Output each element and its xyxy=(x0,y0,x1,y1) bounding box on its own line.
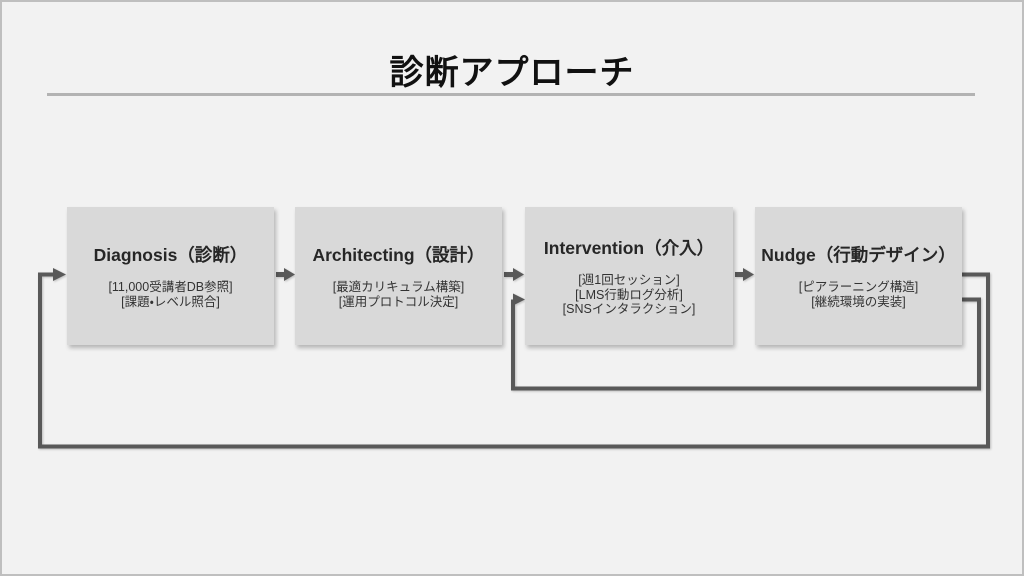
stage-detail: [LMS行動ログ分析] xyxy=(575,287,683,302)
stage-box-nudge: Nudge（行動デザイン） [ピアラーニング構造] [継続環境の実装] xyxy=(755,207,962,345)
stage-detail: [最適カリキュラム構築] xyxy=(332,280,465,295)
stage-heading: Architecting（設計） xyxy=(312,245,485,266)
stage-details: [週1回セッション] [LMS行動ログ分析] [SNSインタラクション] xyxy=(563,273,696,317)
stage-heading: Nudge（行動デザイン） xyxy=(761,245,956,266)
stage-detail: [運用プロトコル決定] xyxy=(338,295,459,309)
slide-title: 診断アプローチ xyxy=(389,54,635,92)
stage-box-diagnosis: Diagnosis（診断） [11,000受講者DB参照] [課題・レベル照合] xyxy=(67,207,274,345)
stage-detail: [課題・レベル照合] xyxy=(121,295,220,309)
stage-detail: [11,000受講者DB参照] xyxy=(108,280,233,295)
arrow-right-icon-architecting-to-intervention xyxy=(504,268,524,281)
arrow-right-icon-loop-intervention xyxy=(513,293,525,306)
stage-box-architecting: Architecting（設計） [最適カリキュラム構築] [運用プロトコル決定… xyxy=(295,207,502,345)
stage-details: [ピアラーニング構造] [継続環境の実装] xyxy=(799,280,918,310)
stage-detail: [継続環境の実装] xyxy=(811,295,906,309)
title-divider xyxy=(47,93,975,96)
stage-details: [最適カリキュラム構築] [運用プロトコル決定] xyxy=(333,280,465,310)
stage-heading: Intervention（介入） xyxy=(543,237,715,258)
arrow-right-icon-loop-diagnosis xyxy=(53,268,66,281)
stage-detail: [SNSインタラクション] xyxy=(562,302,696,317)
stage-heading: Diagnosis（診断） xyxy=(93,245,248,266)
stage-detail: [週1回セッション] xyxy=(578,272,680,287)
arrow-right-icon-intervention-to-nudge xyxy=(735,268,754,281)
arrow-right-icon-diagnosis-to-architecting xyxy=(276,268,295,281)
stage-detail: [ピアラーニング構造] xyxy=(798,280,919,295)
stage-details: [11,000受講者DB参照] [課題・レベル照合] xyxy=(108,280,232,310)
stage-box-intervention: Intervention（介入） [週1回セッション] [LMS行動ログ分析] … xyxy=(525,207,733,345)
